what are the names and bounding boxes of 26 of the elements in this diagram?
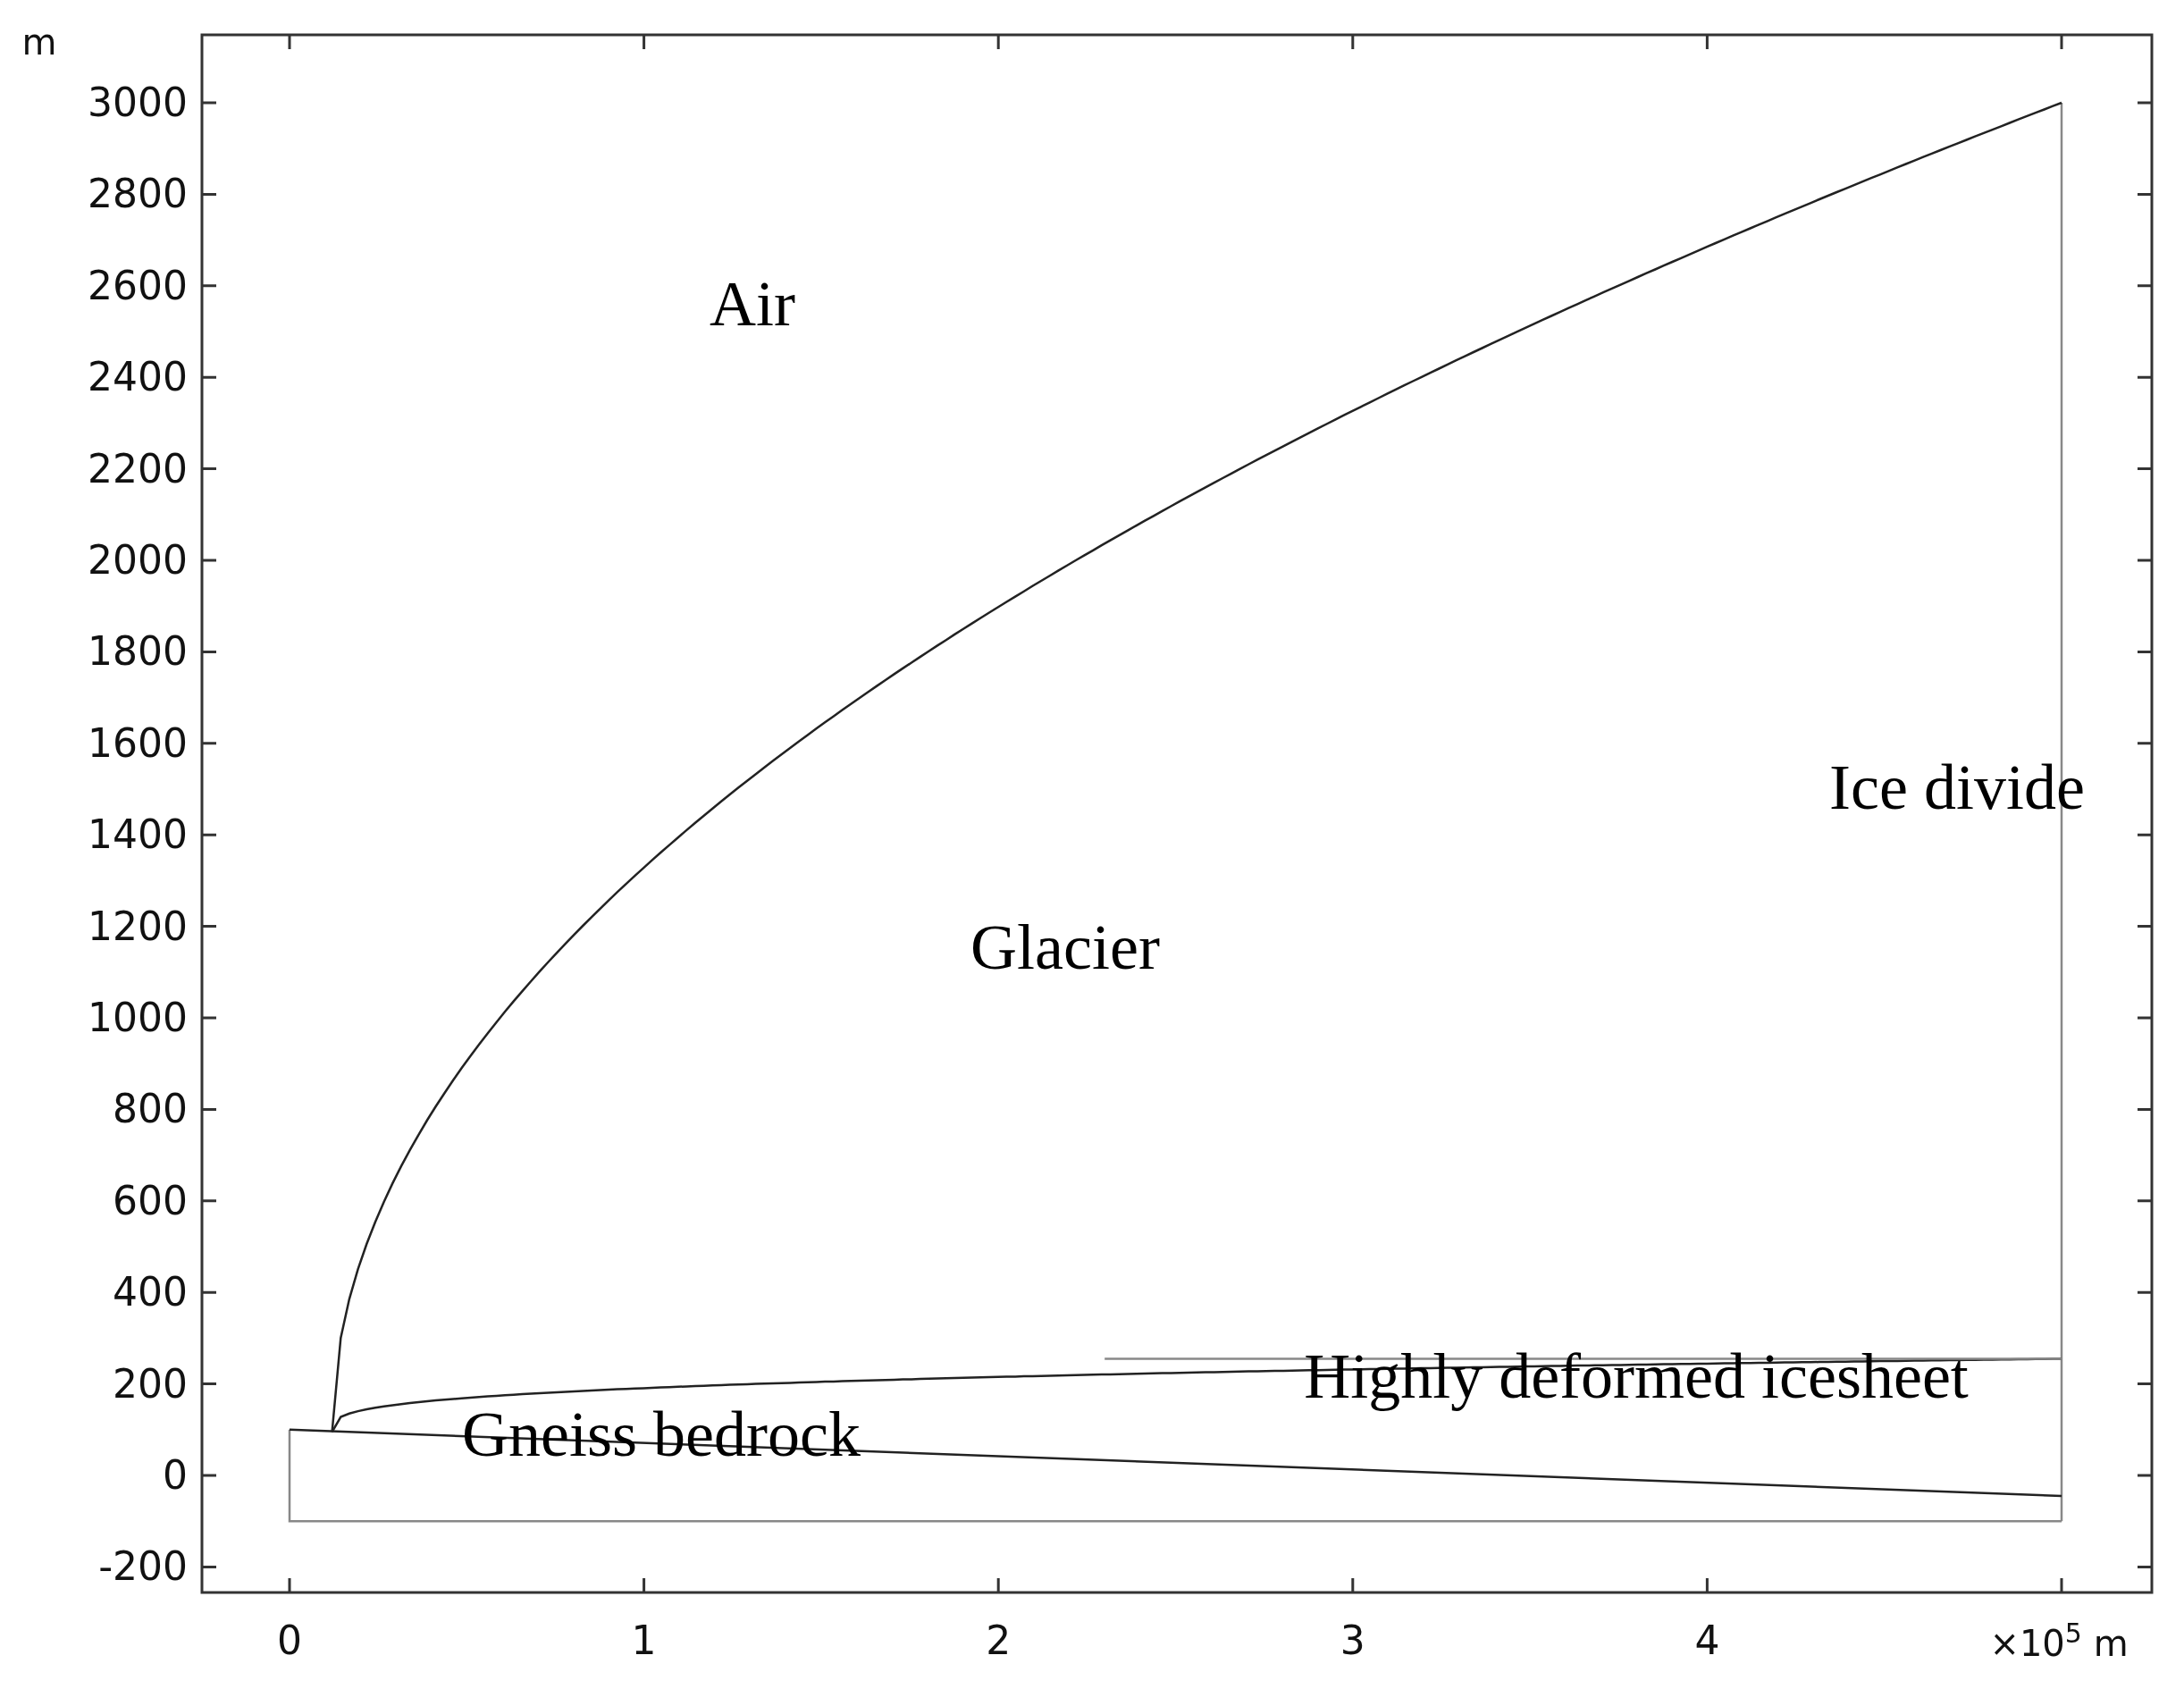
region-label: Ice divide [1829,755,2085,819]
region-label: Air [710,272,795,336]
axis-tick-label: 3000 [88,83,188,122]
axis-tick-label: 600 [113,1181,188,1221]
axis-tick-label: 1000 [88,998,188,1038]
axis-tick-label: 200 [113,1364,188,1404]
axis-tick-label: 2600 [88,265,188,306]
region-label: Glacier [970,915,1160,979]
axis-tick-label: 2 [986,1621,1012,1660]
axis-tick-label: 1600 [88,723,188,763]
axis-tick-label: 2800 [88,174,188,214]
axis-tick-label: 400 [113,1273,188,1313]
axis-tick-label: 1400 [88,815,188,855]
axis-tick-label: 0 [163,1456,188,1495]
axis-tick-label: 1200 [88,906,188,946]
axis-tick-label: 2000 [88,541,188,580]
axis-tick-label: 4 [1694,1621,1720,1660]
axis-tick-label: -200 [98,1547,188,1587]
axis-tick-label: 1800 [88,632,188,672]
axis-unit-label: m [21,24,57,60]
axis-tick-label: 1 [631,1621,657,1660]
axis-tick-label: 2200 [88,449,188,489]
axis-tick-label: 3 [1340,1621,1365,1660]
axis-tick-label: 2400 [88,357,188,398]
axis-tick-label: 800 [113,1089,188,1130]
axis-tick-label: 0 [277,1621,302,1660]
